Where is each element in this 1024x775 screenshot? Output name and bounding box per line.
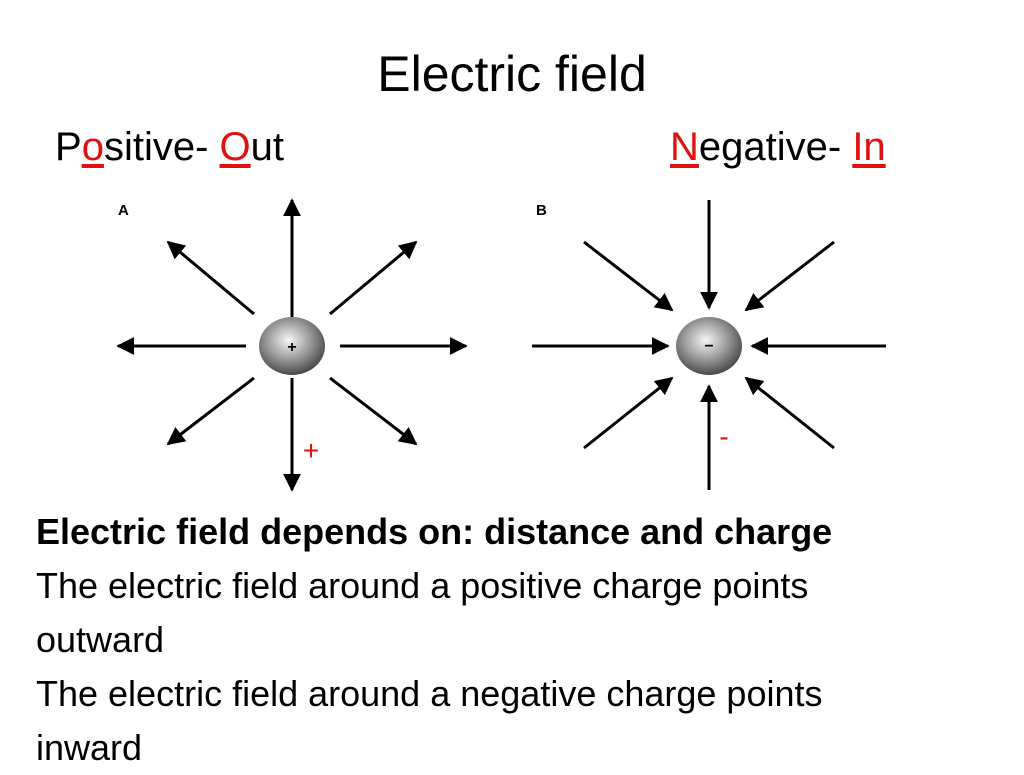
field-arrow [583,376,674,450]
field-arrow [166,376,255,446]
negative-annotation: - [719,421,728,452]
heading-text: egative- [698,125,853,169]
negative-symbol: − [704,338,713,355]
heading-highlight: In [852,125,886,169]
negative-field-lines [532,200,886,490]
body-heading: Electric field depends on: distance and … [36,511,833,552]
positive-charge [259,317,325,375]
positive-annotation: + [303,435,319,466]
field-arrow [166,240,255,316]
positive-out-heading: Positive- Out [55,122,284,172]
panel-a-label: A [118,202,129,219]
body-line: inward [36,727,143,768]
panel-b-label: B [536,202,547,219]
heading-highlight: o [81,125,104,169]
field-arrow [744,240,835,312]
positive-symbol: + [287,339,296,356]
field-arrow [329,240,418,316]
heading-highlight: O [219,125,251,169]
body-line: outward [36,619,165,660]
heading-text: ut [250,125,284,169]
negative-in-heading: Negative- In [670,122,886,172]
field-arrow [329,376,418,446]
heading-text: P [55,125,82,169]
explanation-text: Electric field depends on: distance and … [36,505,996,775]
positive-field-lines [116,198,468,492]
heading-highlight: N [670,125,699,169]
field-arrow [744,376,835,450]
slide-title: Electric field [377,46,647,102]
negative-charge [676,317,742,375]
body-line: The electric field around a negative cha… [36,673,823,714]
field-arrow [583,240,674,312]
body-line: The electric field around a positive cha… [36,565,809,606]
heading-text: sitive- [103,125,220,169]
